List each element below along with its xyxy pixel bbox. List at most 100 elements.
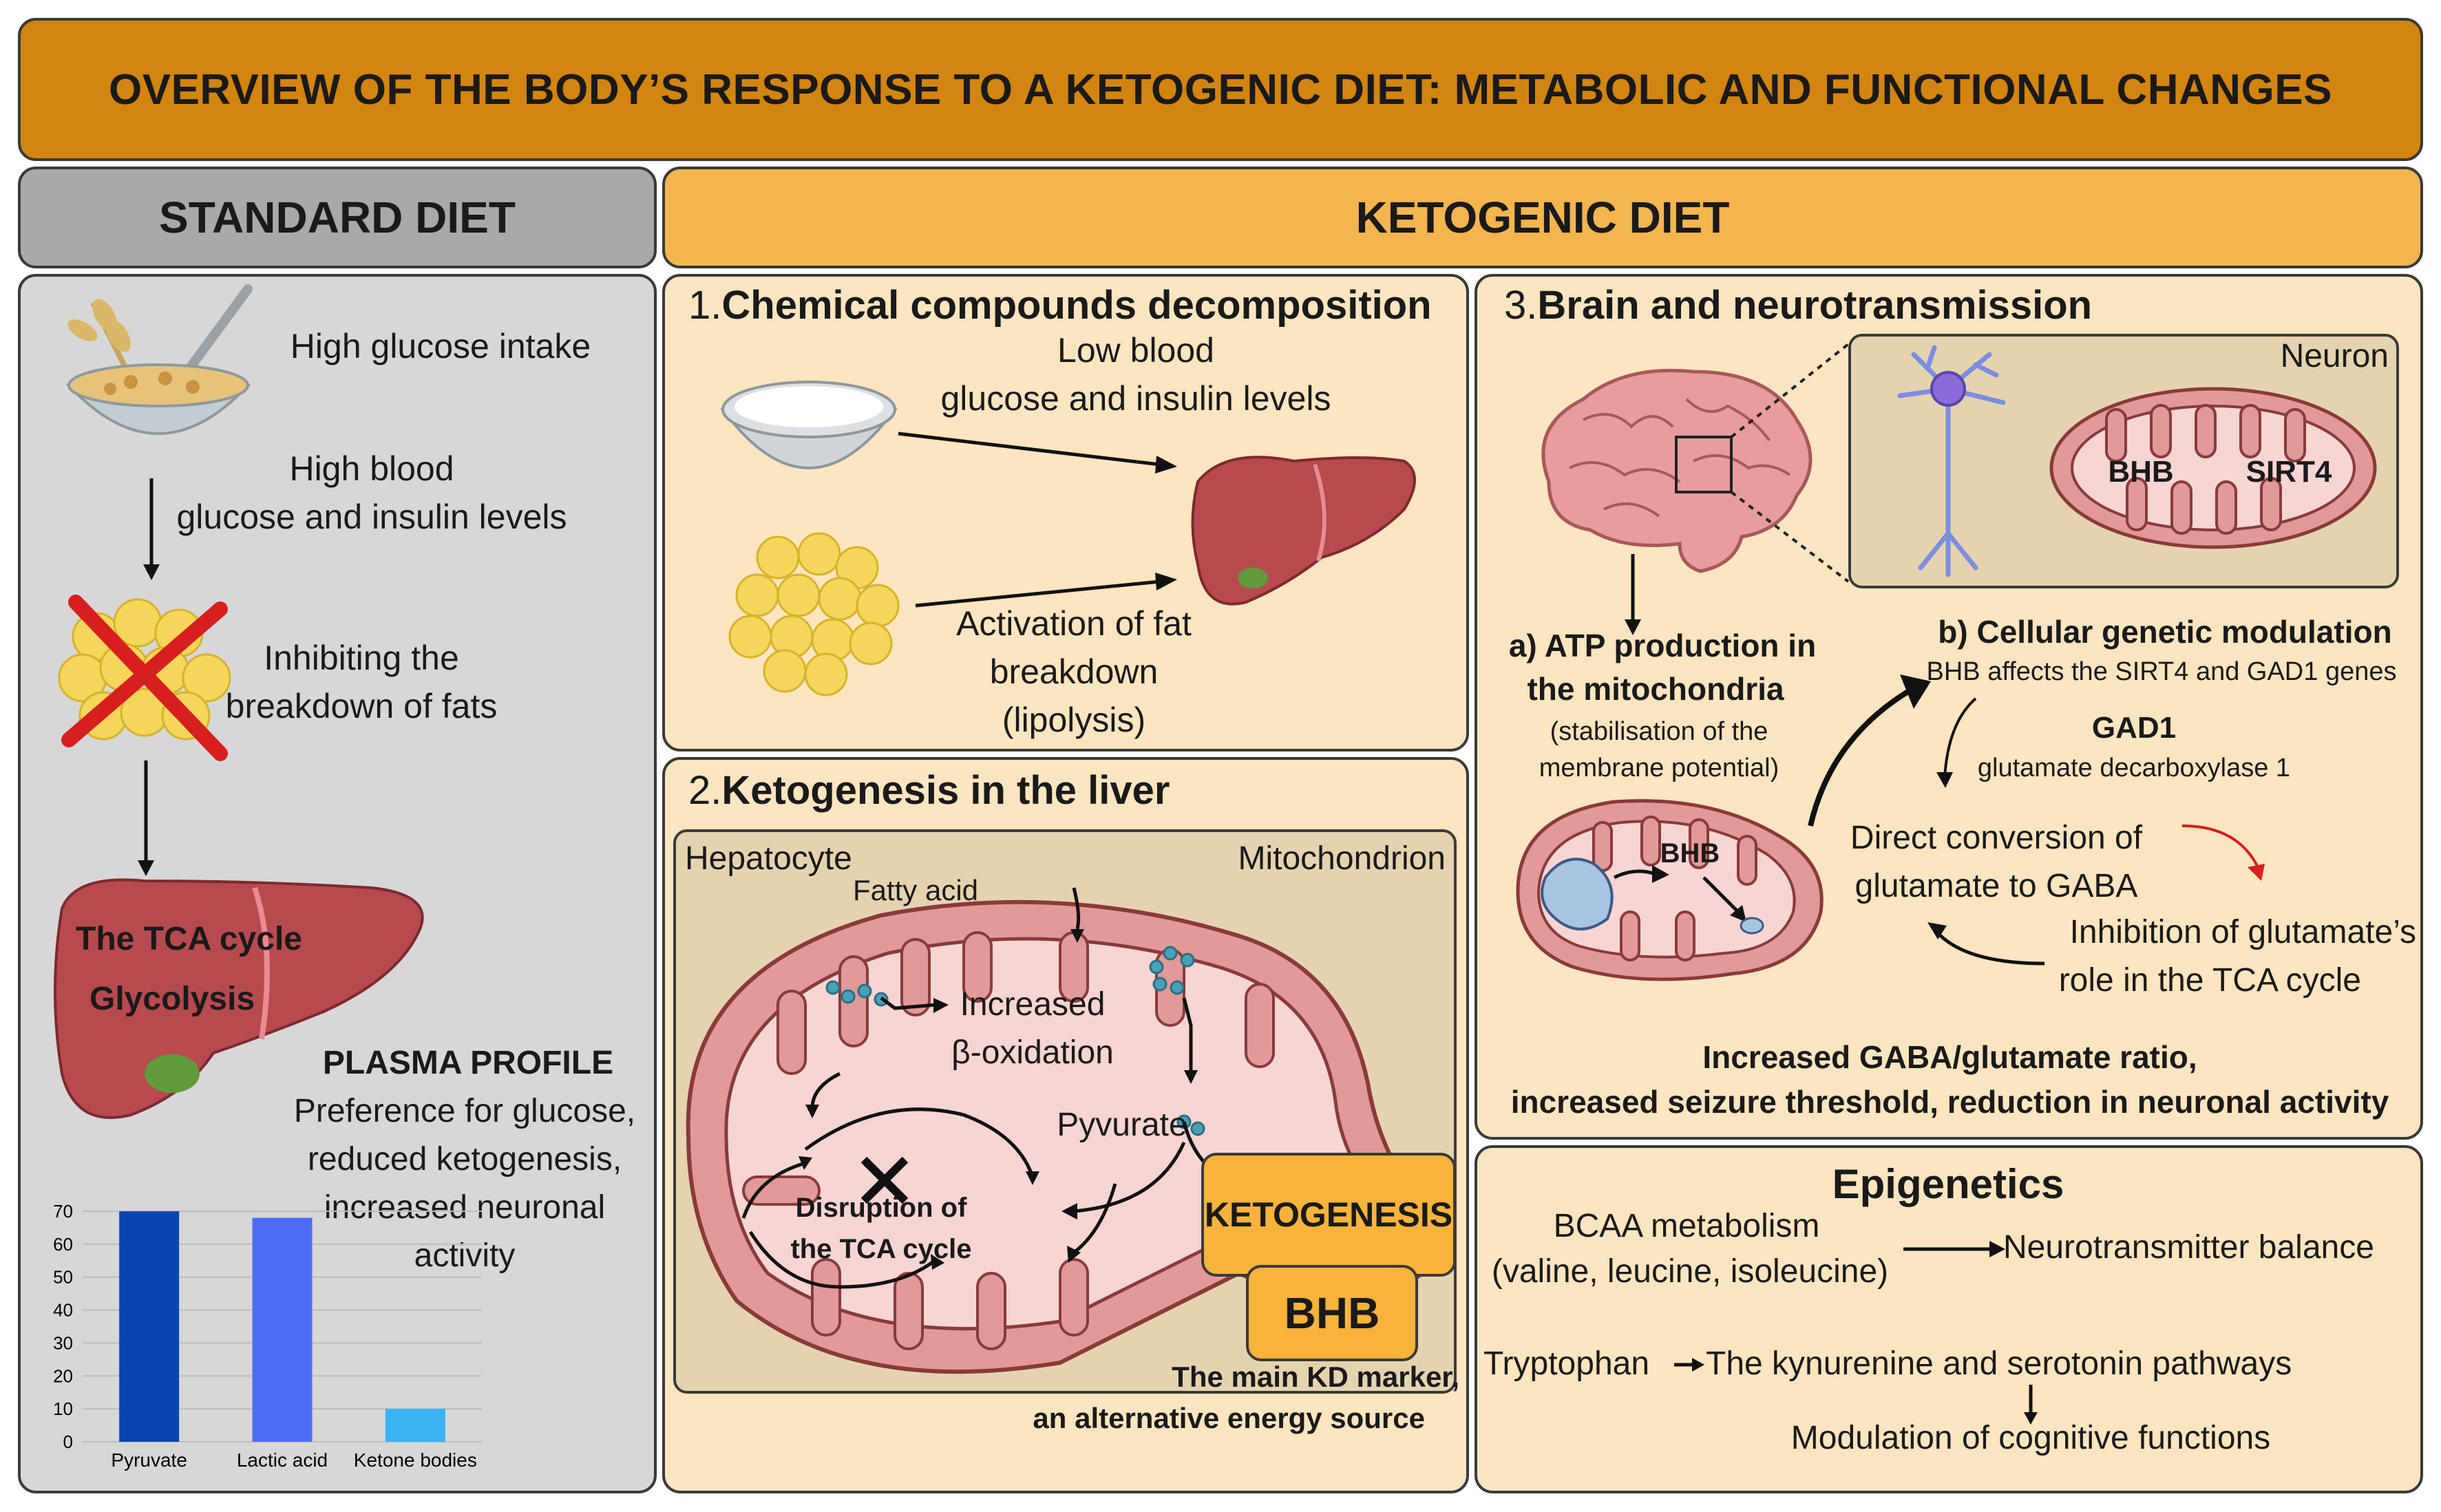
glycolysis-label: Glycolysis (89, 981, 255, 1017)
chart-bar-pyruvate (119, 1211, 180, 1442)
high-glucose-intake-text: High glucose intake (290, 327, 591, 365)
arrow-bcaa (1903, 1241, 2005, 1257)
ketogenesis-box: KETOGENESIS (1201, 1153, 1456, 1277)
standard-diet-header: STANDARD DIET (18, 167, 657, 268)
low-blood-text-1: Low blood (1057, 331, 1214, 370)
atp-text-1: a) ATP production in (1508, 628, 1817, 663)
hepatocyte-label: Hepatocyte (685, 840, 852, 877)
fat-breakdown-text-2: breakdown (989, 652, 1159, 691)
section-1-title: 1.Chemical compounds decomposition (688, 282, 1432, 328)
section-2-number: 2. (688, 768, 722, 813)
section-3-number: 3. (1504, 283, 1538, 328)
cognitive-functions-text: Modulation of cognitive functions (1790, 1420, 2271, 1456)
atp-text-4: membrane potential) (1539, 754, 1779, 782)
chart-y-tick-label: 0 (63, 1431, 73, 1452)
inhibiting-text-1: Inhibiting the (264, 639, 459, 677)
chart-y-tick-label: 40 (53, 1300, 73, 1321)
kd-marker-line-1: The main KD marker, (1172, 1361, 1459, 1393)
plasma-profile-line-1: Preference for glucose, (293, 1093, 636, 1129)
arrow-brain-down (1625, 554, 1641, 635)
chart-x-tick-label: Ketone bodies (354, 1449, 477, 1471)
mito-bhb-label: BHB (1660, 838, 1720, 869)
fat-cells-crossed-icon (58, 595, 231, 761)
chart-y-tick-label: 10 (53, 1398, 73, 1419)
result-text-1: Increased GABA/glutamate ratio, (1702, 1039, 2197, 1075)
fat-breakdown-text-3: (lipolysis) (1002, 701, 1146, 739)
zoom-lines (1730, 343, 1850, 583)
chart-y-tick-label: 60 (53, 1234, 73, 1255)
plasma-profile-title: PLASMA PROFILE (322, 1045, 614, 1081)
neuron-bhb-label: BHB (2108, 455, 2174, 489)
tca-cycle-label: The TCA cycle (76, 921, 302, 957)
section-3-title-text: Brain and neurotransmission (1537, 283, 2093, 328)
section-2-title-text: Ketogenesis in the liver (721, 768, 1170, 813)
sirt4-label: SIRT4 (2245, 455, 2332, 489)
inhibiting-text-2: breakdown of fats (225, 687, 498, 725)
high-blood-text-2: glucose and insulin levels (176, 498, 567, 536)
tryptophan-text: Tryptophan (1483, 1345, 1650, 1382)
gad1-subtitle: glutamate decarboxylase 1 (1977, 754, 2291, 782)
direct-conversion-text-2: glutamate to GABA (1854, 868, 2138, 904)
disruption-label-1: Disruption of (795, 1193, 967, 1223)
neuron-label: Neuron (2280, 338, 2389, 374)
section-1-title-text: Chemical compounds decomposition (721, 283, 1432, 328)
plasma-profile-line-4: activity (414, 1237, 516, 1274)
atp-text-2: the mitochondria (1527, 671, 1784, 707)
section-1-number: 1. (688, 283, 722, 328)
pyruvate-label: Pyvurate (1057, 1107, 1187, 1143)
brain-illustration (1541, 368, 1813, 573)
section-2-title: 2.Ketogenesis in the liver (688, 767, 1170, 813)
chart-y-tick-label: 20 (53, 1365, 73, 1386)
liver-icon-section-1 (1191, 456, 1416, 606)
beta-oxidation-label: β-oxidation (951, 1034, 1114, 1071)
chart-y-tick-label: 30 (53, 1332, 73, 1353)
fat-cells-icon (728, 532, 900, 696)
mitochondrion-neuron-icon (2049, 387, 2377, 549)
arrow-tryptophan (1674, 1358, 1704, 1372)
bcaa-text-2: (valine, leucine, isoleucine) (1491, 1253, 1889, 1290)
chart-bar-ketone-bodies (385, 1409, 445, 1442)
main-title: OVERVIEW OF THE BODY’S RESPONSE TO A KET… (18, 18, 2423, 161)
disruption-label-2: the TCA cycle (790, 1234, 972, 1264)
increased-label: Increased (960, 986, 1106, 1023)
arrow-kynurenine-down (2024, 1385, 2038, 1425)
plasma-profile-line-3: increased neuronal (324, 1189, 606, 1226)
arrow-down-1 (143, 478, 160, 580)
neuron-icon (1897, 345, 2006, 577)
low-blood-text-2: glucose and insulin levels (940, 379, 1331, 418)
section-3-flow-arrows (1808, 674, 2265, 966)
fatty-acid-label: Fatty acid (852, 874, 979, 906)
chart-x-tick-label: Pyruvate (111, 1449, 187, 1471)
epigenetics-title: Epigenetics (1832, 1161, 2064, 1207)
genetic-modulation-title: b) Cellular genetic modulation (1938, 614, 2392, 650)
result-text-2: increased seizure threshold, reduction i… (1510, 1084, 2389, 1120)
inhibition-text-1: Inhibition of glutamate’s (2069, 914, 2416, 950)
chart-y-tick-label: 50 (53, 1267, 73, 1288)
chart-y-tick-label: 70 (53, 1201, 73, 1222)
epigenetics-panel (1475, 1145, 2423, 1493)
genetic-modulation-subtitle: BHB affects the SIRT4 and GAD1 genes (1926, 657, 2397, 686)
atp-text-3: (stabilisation of the (1550, 717, 1768, 746)
arrow-down-2 (138, 760, 154, 876)
gad1-label: GAD1 (2091, 711, 2177, 745)
inhibition-text-2: role in the TCA cycle (2058, 962, 2361, 999)
liver-icon (54, 878, 424, 1119)
ketogenic-diet-header: KETOGENIC DIET (662, 167, 2423, 268)
brain-mitochondrion-icon (1516, 799, 1824, 981)
section-1-arrows (898, 432, 1177, 608)
kynurenine-text: The kynurenine and serotonin pathways (1706, 1345, 2292, 1382)
kd-marker-line-2: an alternative energy source (1033, 1402, 1425, 1434)
chart-bar-lactic-acid (252, 1217, 313, 1442)
mitochondrion-label: Mitochondrion (1238, 840, 1446, 877)
direct-conversion-text-1: Direct conversion of (1850, 820, 2143, 856)
plasma-profile-line-2: reduced ketogenesis, (307, 1141, 622, 1178)
section-3-title: 3.Brain and neurotransmission (1504, 282, 2092, 328)
cereal-bowl-icon (65, 284, 253, 435)
flour-bowl-icon (720, 381, 898, 469)
bhb-box: BHB (1246, 1265, 1418, 1361)
bcaa-text-1: BCAA metabolism (1553, 1208, 1820, 1244)
chart-x-tick-label: Lactic acid (237, 1449, 328, 1471)
fat-breakdown-text-1: Activation of fat (956, 604, 1192, 643)
neurotransmitter-balance-text: Neurotransmitter balance (2003, 1229, 2374, 1266)
